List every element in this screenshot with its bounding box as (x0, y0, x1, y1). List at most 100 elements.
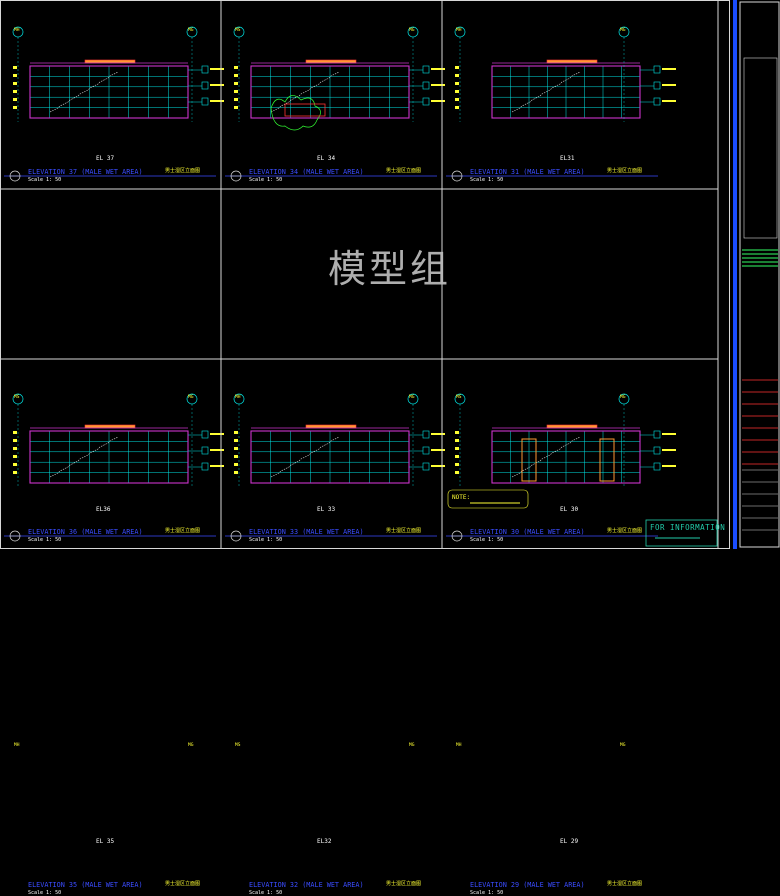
elevation-caption: EL 30 (560, 506, 579, 513)
stone-feature (49, 436, 119, 478)
elevation-panel-37 (4, 26, 224, 182)
elevation-title: ELEVATION 32 (MALE WET AREA) (249, 881, 364, 889)
level-mark (455, 66, 459, 69)
leader-text-block (210, 449, 224, 451)
level-mark (234, 447, 238, 450)
elevation-scale: Scale 1: 50 (470, 177, 504, 183)
title-block-logo-box (743, 57, 778, 239)
level-mark (234, 90, 238, 93)
level-mark (234, 98, 238, 101)
elevation-title: ELEVATION 36 (MALE WET AREA) (28, 528, 143, 536)
leader-box (653, 81, 661, 90)
elevation-title-cn: 男士湿区立面图 (607, 528, 643, 534)
leader-box (201, 81, 209, 90)
drawing-canvas (0, 0, 780, 549)
elevation-title-cn: 男士湿区立面图 (607, 881, 643, 887)
wall-outline (29, 65, 189, 119)
section-tag-label: MG (188, 395, 194, 400)
title-block-outline (739, 1, 780, 548)
elevation-title-cn: 男士湿区立面图 (386, 881, 422, 887)
basin-outline (284, 103, 326, 117)
leader-text-block (431, 449, 445, 451)
for-information-stamp: FOR INFORMATION (650, 523, 726, 532)
level-mark (455, 439, 459, 442)
light-bar (84, 424, 136, 429)
leader-text-block (662, 100, 676, 102)
elevation-caption: EL31 (560, 155, 575, 162)
leader-box (201, 65, 209, 74)
elevation-title-cn: 男士湿区立面图 (165, 168, 201, 174)
elevation-panel-33 (225, 393, 445, 542)
level-mark (13, 439, 17, 442)
level-mark (13, 471, 17, 474)
light-bar (546, 424, 598, 429)
leader-box (201, 97, 209, 106)
elevation-caption: EL36 (96, 506, 111, 513)
level-mark (455, 98, 459, 101)
door-frame (521, 438, 537, 482)
leader-text-block (210, 84, 224, 86)
section-tag-label: MS (14, 395, 20, 400)
leader-text-block (662, 449, 676, 451)
elevation-title-cn: 男士湿区立面图 (165, 528, 201, 534)
section-tag-label: MH (14, 28, 20, 33)
level-mark (13, 447, 17, 450)
leader-text-block (662, 68, 676, 70)
for-information-box (645, 519, 718, 547)
section-tag-label: MS (235, 28, 241, 33)
leader-box (653, 462, 661, 471)
elevation-scale: Scale 1: 50 (249, 177, 283, 183)
level-mark (455, 447, 459, 450)
leader-text-block (210, 433, 224, 435)
section-tag-label: MH (456, 743, 462, 748)
leader-box (201, 430, 209, 439)
level-mark (13, 74, 17, 77)
elevation-caption: EL 29 (560, 838, 579, 845)
level-mark (455, 431, 459, 434)
section-tag-label: MG (409, 28, 415, 33)
elevation-caption: EL 35 (96, 838, 115, 845)
elevation-title: ELEVATION 35 (MALE WET AREA) (28, 881, 143, 889)
stone-feature (270, 436, 340, 478)
level-mark (234, 82, 238, 85)
section-tag-label: MG (409, 743, 415, 748)
level-mark (234, 106, 238, 109)
level-mark (455, 455, 459, 458)
level-mark (13, 463, 17, 466)
level-mark (234, 431, 238, 434)
level-mark (455, 74, 459, 77)
leader-box (422, 446, 430, 455)
leader-text-block (431, 84, 445, 86)
leader-box (653, 446, 661, 455)
leader-box (653, 430, 661, 439)
level-mark (234, 439, 238, 442)
level-mark (13, 90, 17, 93)
wall-outline (491, 430, 641, 484)
elevation-title: ELEVATION 31 (MALE WET AREA) (470, 168, 585, 176)
elevation-title: ELEVATION 29 (MALE WET AREA) (470, 881, 585, 889)
title-block-band (733, 0, 737, 549)
leader-text-block (662, 84, 676, 86)
stone-feature (511, 436, 581, 478)
stone-feature (270, 71, 340, 113)
watermark: 模型组 (328, 247, 452, 291)
elevation-title-cn: 男士湿区立面图 (607, 168, 643, 174)
level-mark (455, 82, 459, 85)
elevation-caption: EL32 (317, 838, 332, 845)
elevation-scale: Scale 1: 50 (249, 537, 283, 543)
level-mark (234, 66, 238, 69)
level-mark (13, 98, 17, 101)
sheet-frame (0, 0, 730, 549)
leader-text-block (210, 465, 224, 467)
level-mark (13, 82, 17, 85)
section-tag-label: MG (620, 743, 626, 748)
level-mark (455, 471, 459, 474)
leader-text-block (431, 68, 445, 70)
elevation-panel-36 (4, 393, 224, 542)
leader-text-block (431, 465, 445, 467)
level-mark (234, 455, 238, 458)
section-tag-label: MH (14, 743, 20, 748)
planting-cloud (270, 95, 321, 131)
elevation-scale: Scale 1: 50 (470, 537, 504, 543)
section-tag-label: MS (456, 395, 462, 400)
